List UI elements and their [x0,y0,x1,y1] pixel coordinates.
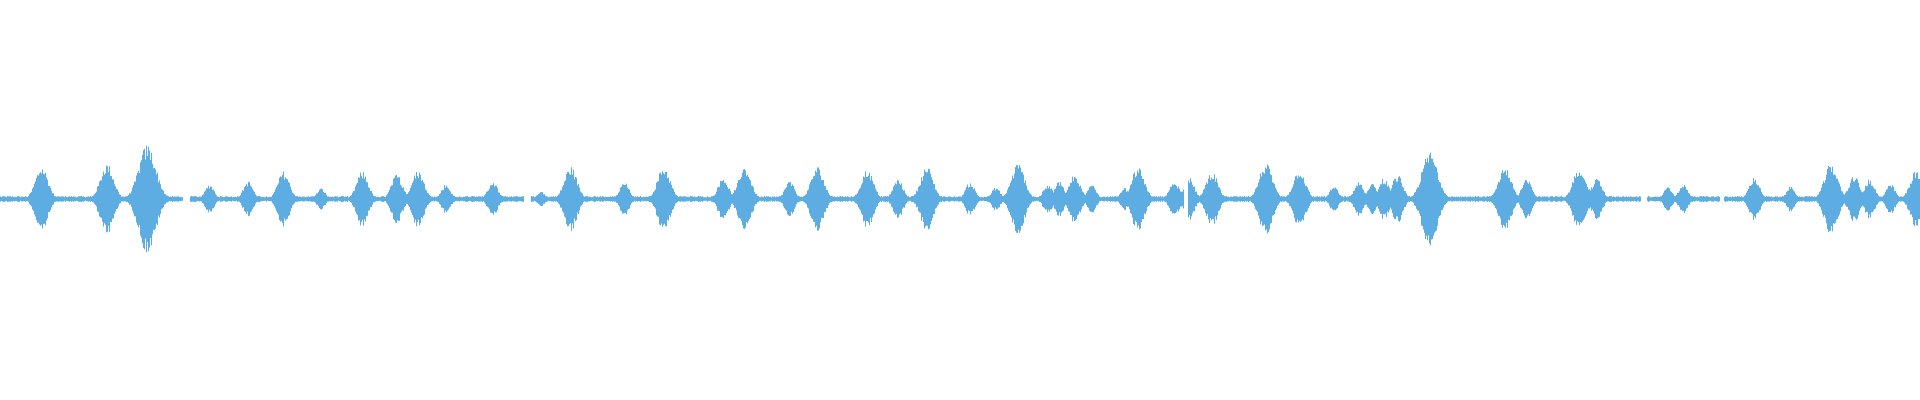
waveform-trace [0,145,1920,253]
